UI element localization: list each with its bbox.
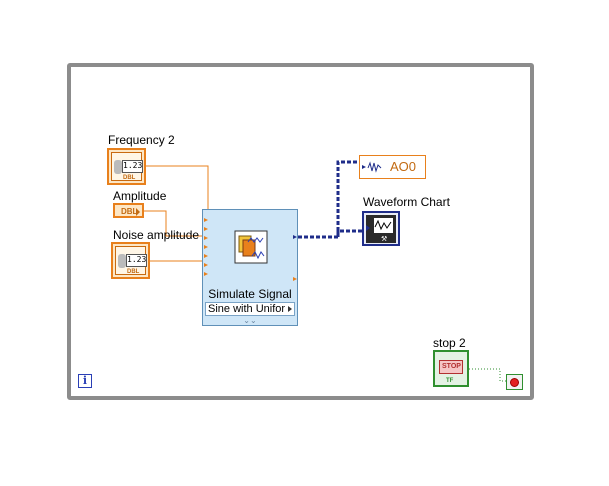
signal-type-value: Sine with Unifor	[208, 303, 286, 315]
amplitude-type-tag: DBL	[121, 207, 138, 216]
stop-button-terminal[interactable]: STOP TF	[433, 350, 469, 387]
numeric-knob-icon	[118, 254, 126, 268]
simulate-signal-express-vi[interactable]: Simulate Signal Sine with Unifor ⌄⌄	[202, 209, 298, 326]
wire-stop	[469, 368, 506, 382]
noise-amplitude-label: Noise amplitude	[113, 228, 200, 242]
simulate-signal-icon	[234, 230, 268, 264]
frequency-label: Frequency 2	[108, 133, 175, 147]
wire-amplitude	[144, 210, 204, 237]
wire-frequency	[146, 165, 209, 213]
amplitude-label: Amplitude	[113, 189, 167, 203]
iteration-info-terminal[interactable]: i	[78, 374, 92, 388]
frequency-type-tag: DBL	[123, 175, 136, 181]
waveform-chart-indicator[interactable]: ⚒	[362, 211, 400, 246]
stop-button[interactable]: STOP	[439, 360, 463, 374]
ao0-channel-label: AO0	[390, 159, 417, 174]
wire-dynamic-ao	[336, 160, 360, 237]
waveform-output-icon	[362, 161, 382, 173]
chart-icon: ⚒	[366, 215, 396, 243]
amplitude-control[interactable]: DBL	[113, 203, 144, 218]
wire-dynamic-chart	[298, 229, 362, 239]
output-terminal-arrows	[293, 235, 297, 281]
frequency-value: 1.23	[122, 160, 143, 173]
express-vi-title: Simulate Signal	[208, 287, 292, 301]
stop-button-text: STOP	[442, 363, 461, 370]
numeric-knob-icon	[114, 160, 122, 174]
noise-type-tag: DBL	[127, 269, 140, 275]
input-terminal-arrows	[204, 218, 208, 276]
loop-condition-terminal[interactable]	[506, 374, 523, 390]
ao0-output-terminal[interactable]: AO0	[359, 155, 426, 179]
expand-chevron-icon[interactable]: ⌄⌄	[243, 316, 257, 325]
frequency-control[interactable]: 1.23 DBL	[107, 148, 146, 185]
svg-text:⚒: ⚒	[381, 235, 387, 243]
while-loop[interactable]	[67, 63, 534, 400]
signal-type-selector[interactable]: Sine with Unifor	[205, 302, 295, 316]
stop-type-tag: TF	[446, 378, 454, 384]
stop-label: stop 2	[433, 336, 466, 350]
noise-amplitude-control[interactable]: 1.23 DBL	[111, 242, 150, 279]
arrow-right-icon	[136, 208, 140, 216]
chevron-right-icon	[288, 306, 292, 312]
noise-value: 1.23	[126, 254, 147, 267]
waveform-chart-label: Waveform Chart	[363, 195, 450, 209]
stop-if-true-icon	[510, 378, 519, 387]
